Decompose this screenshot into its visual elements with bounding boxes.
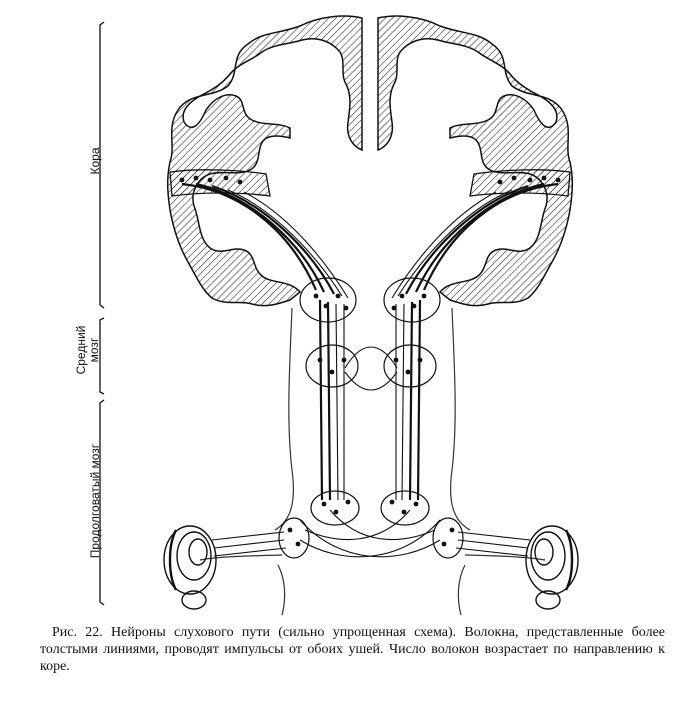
figure-caption: Рис. 22. Нейроны слухового пути (сильно …	[40, 625, 665, 674]
nucleus-cochlear-right	[432, 517, 464, 559]
label-midbrain-line2: мозг	[87, 337, 101, 363]
cortex-right-hemisphere	[377, 15, 574, 307]
nucleus-colliculus-left	[305, 344, 359, 388]
label-medulla: Продолговатый мозг	[88, 443, 102, 559]
label-midbrain-line1: Средний	[74, 325, 88, 375]
bracket-cortex	[99, 21, 105, 309]
brainstem-outline	[199, 307, 546, 616]
label-midbrain: Средний мозг	[74, 315, 103, 385]
fiber-tracts	[181, 182, 559, 558]
nucleus-olive-right	[380, 490, 430, 526]
cochlea-right-icon	[525, 525, 579, 610]
label-cortex: Кора	[88, 147, 102, 175]
neuron-cells	[179, 175, 561, 547]
nucleus-cochlear-left	[278, 517, 310, 559]
cochlea-left-icon	[163, 525, 217, 610]
region-brackets	[99, 21, 105, 606]
nuclei	[278, 277, 464, 559]
nucleus-olive-left	[310, 490, 360, 526]
nucleus-colliculus-right	[383, 344, 437, 388]
cortex-left-hemisphere	[166, 15, 363, 307]
bracket-midbrain	[99, 317, 105, 395]
bracket-medulla	[99, 399, 105, 606]
